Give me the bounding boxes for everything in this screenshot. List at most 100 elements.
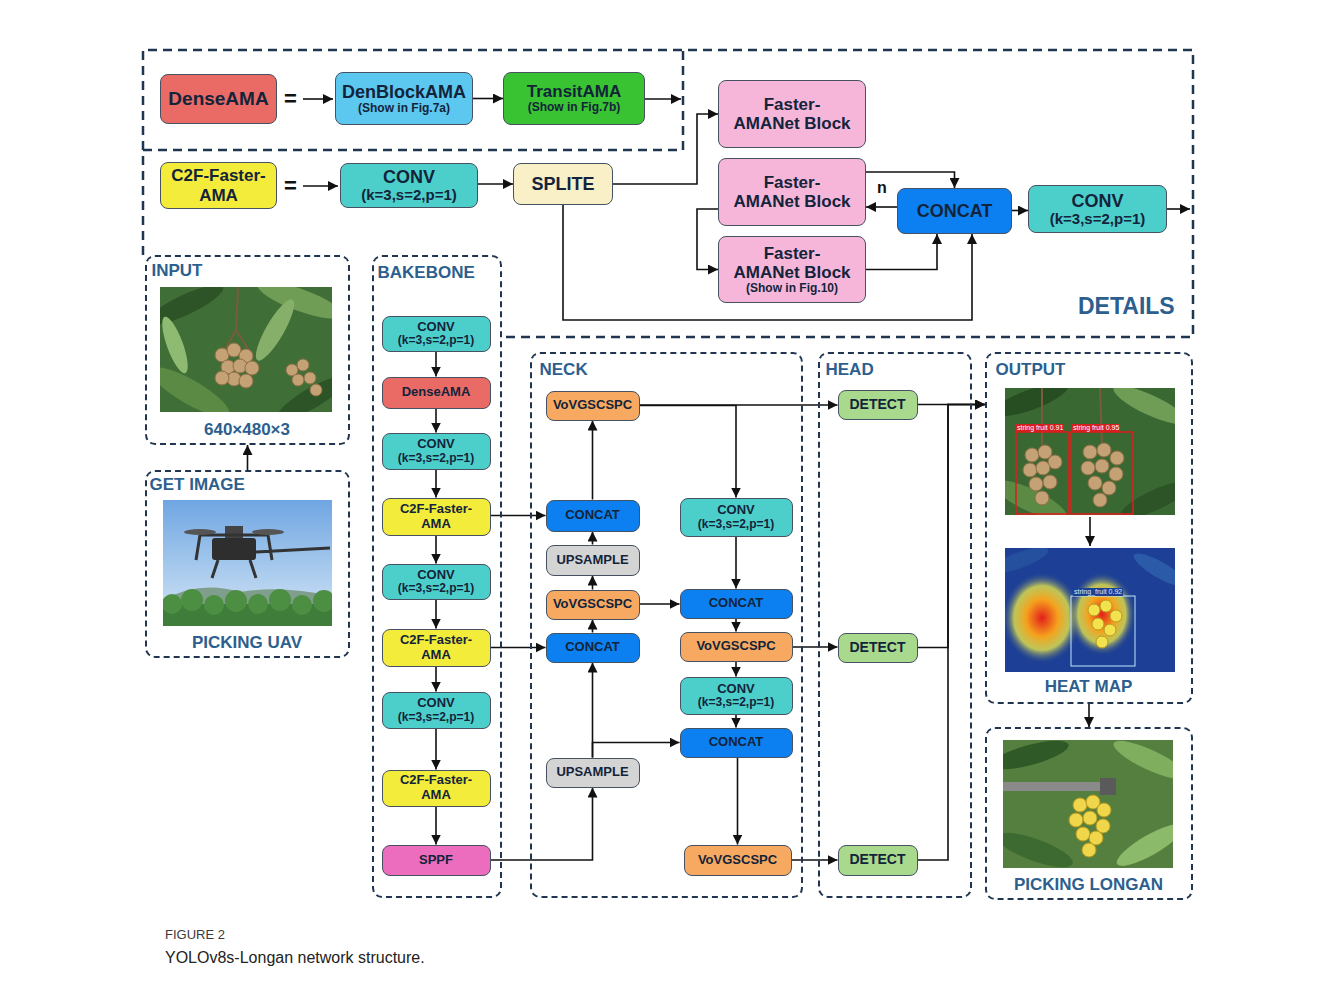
box-label: CONV [417, 320, 455, 335]
uav-photo [184, 529, 216, 535]
detection-photo [1023, 463, 1037, 477]
detection-photo [1042, 388, 1102, 445]
upsample-box: UPSAMPLE [546, 545, 640, 576]
longan-photo [215, 371, 229, 385]
uav-photo [204, 595, 224, 615]
uav-photo [269, 589, 291, 611]
region-title: GET IMAGE [150, 475, 245, 495]
detection-photo [1005, 388, 1175, 515]
picking-photo [1097, 803, 1111, 817]
picking-photo [1003, 740, 1173, 868]
output-region: OUTPUTHEAT MAP [985, 352, 1193, 704]
detection-photo [1088, 476, 1102, 490]
box-label: CONCAT [709, 735, 764, 750]
detection-photo [1025, 448, 1039, 462]
detection-photo [1093, 493, 1107, 507]
box-label: VoVGSCSPC [553, 597, 632, 612]
conv-box: CONV(k=3,s=2,p=1) [382, 433, 491, 470]
flow-arrow [303, 99, 1190, 546]
flow-connector [478, 183, 513, 185]
box-label: CONV [717, 682, 755, 697]
flow-connector [792, 859, 838, 861]
dense-detail-bracket [143, 50, 683, 150]
c2f-block: C2F-Faster- AMA [160, 162, 277, 209]
flow-connector [735, 619, 737, 632]
conv-box: CONV(k=3,s=2,p=1) [382, 564, 491, 600]
detection-photo [1116, 475, 1175, 515]
concat-box: CONCAT [546, 633, 640, 663]
box-label: (k=3,s=2,p=1) [398, 452, 474, 465]
box-label: C2F-Faster- AMA [396, 502, 476, 531]
sppf-box: SPPF [382, 845, 491, 876]
detection-tag: string fruit 0.95 [1072, 424, 1120, 432]
box-label: (k=3,s=2,p=1) [398, 334, 474, 347]
input-region: INPUT640×480×3 [145, 255, 350, 445]
repeat-count: n [877, 179, 887, 197]
box-label: DenseAMA [168, 88, 268, 109]
detection-photo [1102, 481, 1116, 495]
flow-connector [640, 603, 680, 605]
picking-photo [1003, 782, 1113, 791]
conv-box: CONV(k=3,s=2,p=1) [680, 498, 793, 537]
box-label: VoVGSCSPC [696, 639, 775, 654]
detection-photo [1005, 388, 1071, 423]
box-label: (k=3,s=2,p=1) [698, 696, 774, 709]
dense-block: DenseAMA [160, 74, 277, 124]
box-label: C2F-Faster- AMA [396, 773, 476, 802]
box-label: C2F-Faster- AMA [169, 166, 269, 204]
box-label: CONV [417, 696, 455, 711]
box-label: UPSAMPLE [556, 553, 628, 568]
flow-arrow [1167, 208, 1190, 210]
detection-photo [1083, 445, 1097, 459]
flow-connector [593, 743, 680, 758]
c2f-block: C2F-Faster- AMA [382, 770, 491, 807]
box-label: C2F-Faster- AMA [396, 633, 476, 662]
flow-connector [918, 405, 986, 861]
detection-photo [1035, 491, 1049, 505]
box-label: DenseAMA [402, 385, 471, 400]
longan-photo [304, 372, 316, 384]
flow-connector [735, 715, 737, 728]
picking-photo [1003, 826, 1076, 868]
uav-photo [212, 538, 256, 560]
upsample-box: UPSAMPLE [546, 758, 640, 788]
heat-map-image [1088, 604, 1100, 616]
box-label: CONCAT [917, 201, 993, 221]
heat-map-image [1088, 600, 1122, 648]
box-label: (k=3,s=2,p=1) [698, 518, 774, 531]
heat-map-image [1110, 610, 1122, 622]
box-label: (Show in Fig.7a) [358, 102, 450, 115]
vovgscspc-box: VoVGSCSPC [546, 391, 640, 421]
picking-photo [1076, 827, 1090, 841]
concat-box: CONCAT [680, 728, 793, 758]
box-label: DETECT [850, 397, 906, 413]
flow-connector [473, 98, 503, 100]
heat-map-image [1071, 596, 1135, 666]
longan-photo [272, 369, 332, 412]
box-label: Faster- AMANet Block [731, 244, 853, 282]
faster-block: Faster- AMANet Block [718, 158, 866, 226]
box-label: DenBlockAMA [342, 82, 466, 102]
region-title: 640×480×3 [145, 420, 350, 440]
picking-photo [1069, 795, 1111, 857]
detection-photo [1109, 467, 1123, 481]
region-title: PICKING LONGAN [985, 875, 1193, 895]
flow-connector [435, 667, 437, 692]
heat-map-image [1104, 624, 1116, 636]
flow-connector [735, 537, 737, 589]
uav-photo [163, 588, 332, 627]
detection-photo [1081, 461, 1095, 475]
flow-connector [491, 515, 546, 517]
faster-block: Faster- AMANet Block(Show in Fig.10) [718, 236, 866, 303]
box-label: (k=3,s=2,p=1) [361, 187, 456, 204]
uav-photo [225, 590, 247, 612]
detection-photo [1036, 461, 1050, 475]
flow-connector [918, 405, 986, 648]
longan-photo [239, 374, 253, 388]
uav-photo [163, 500, 332, 626]
vovgscspc-box: VoVGSCSPC [684, 845, 792, 876]
uav-photo [252, 529, 284, 535]
detection-photo [1023, 443, 1124, 507]
